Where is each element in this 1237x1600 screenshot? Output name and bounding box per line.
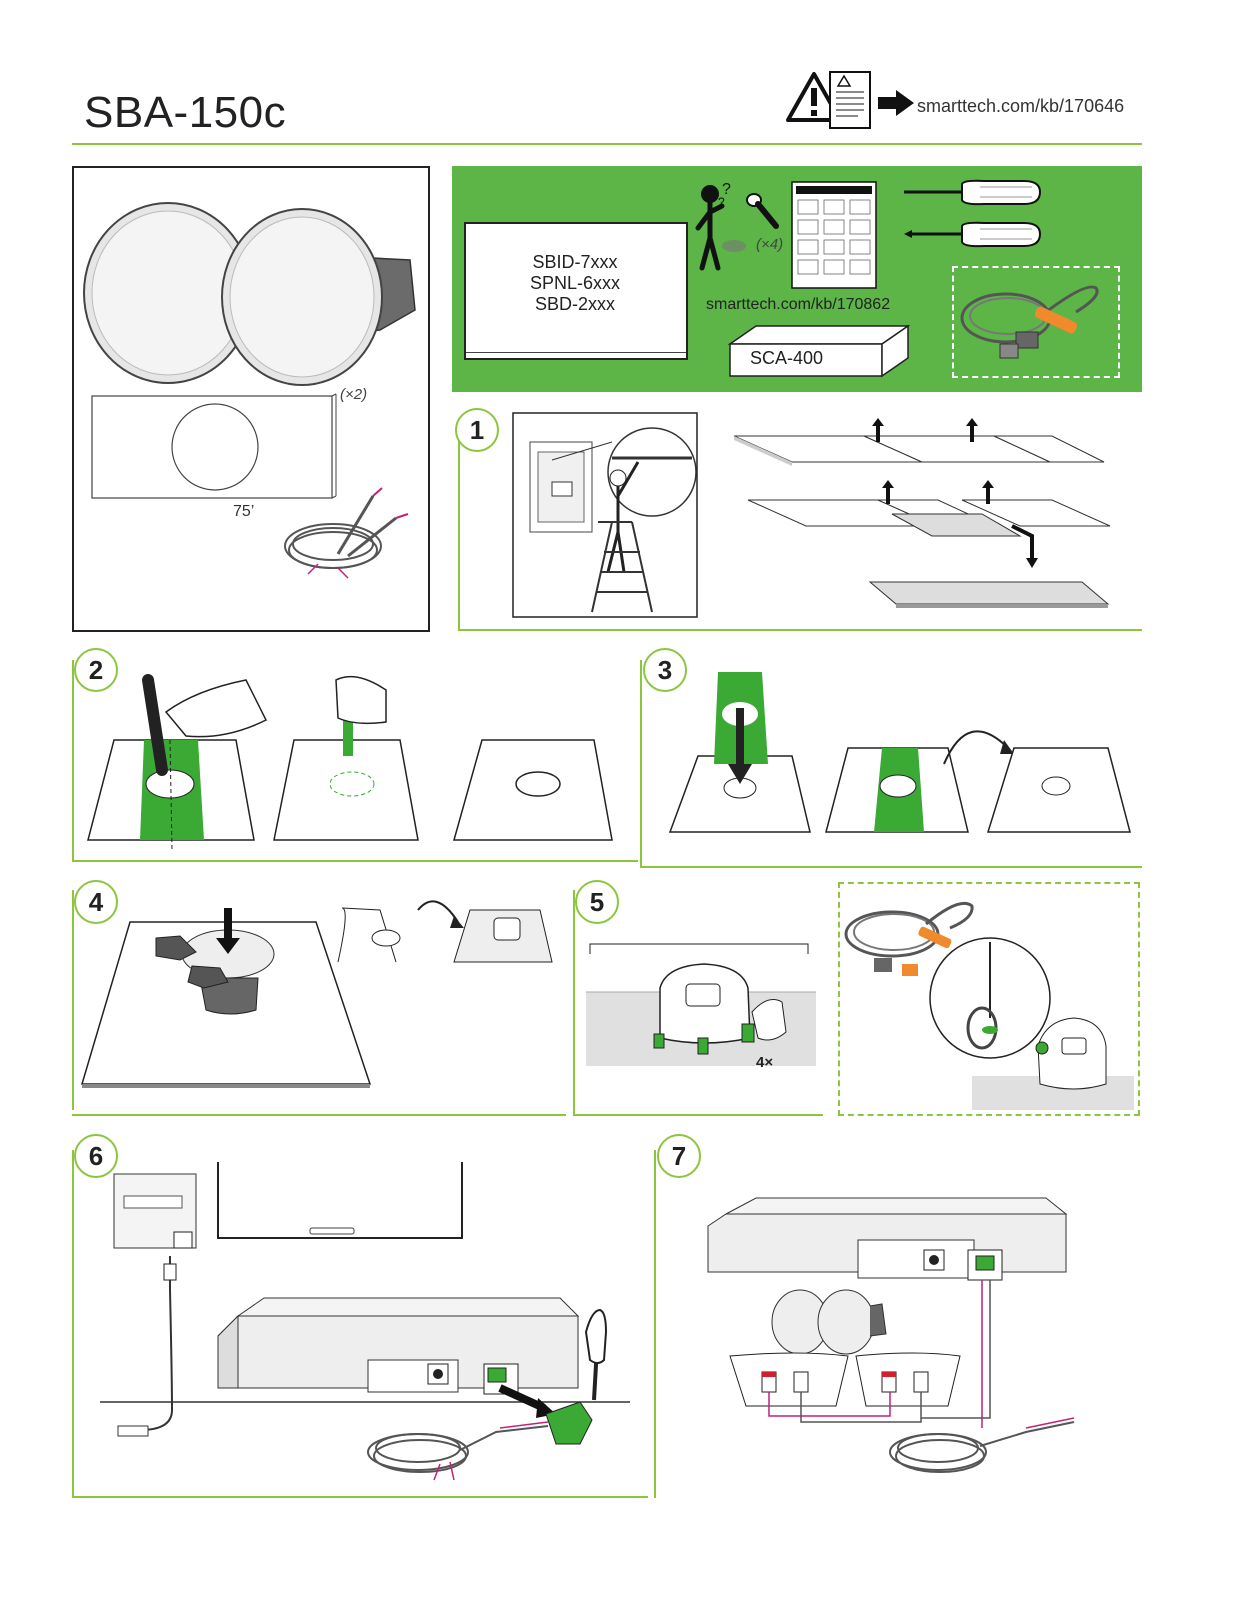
display-models: SBID-7xxx SPNL-6xxx SBD-2xxx <box>480 252 670 315</box>
step5-bottom-rule <box>573 1114 823 1116</box>
screw-icon <box>746 193 779 229</box>
step6-wiring-illustration <box>100 1162 630 1481</box>
step1-bottom-rule <box>458 629 1142 631</box>
step4-bottom-rule <box>72 1114 566 1116</box>
speaker-pair-illustration <box>83 202 416 386</box>
step2-trace-cut-illustration <box>87 674 613 851</box>
installation-guide-icon <box>791 181 877 289</box>
display-screen <box>464 222 688 360</box>
step-1-badge: 1 <box>455 408 499 452</box>
step2-left-rule <box>72 660 74 860</box>
display-bezel-bar <box>466 352 686 359</box>
header-divider <box>72 143 1142 145</box>
step1-ceiling-tiles-illustration <box>733 418 1111 608</box>
step-6-badge: 6 <box>74 1134 118 1178</box>
security-cable-lock-icon <box>960 285 1099 359</box>
document-icon <box>829 71 871 129</box>
step4-insert-speaker-illustration <box>80 900 553 1088</box>
step-2-badge: 2 <box>74 648 118 692</box>
step3-left-rule <box>640 660 642 866</box>
step5-optional-security-panel <box>838 882 1140 1116</box>
display-model-3: SBD-2xxx <box>534 294 615 314</box>
flathead-screwdriver-icon <box>904 179 1042 206</box>
optional-security-cable-box <box>952 266 1120 378</box>
step2-bottom-rule <box>72 860 638 862</box>
step1-ceiling-access-illustration <box>512 412 698 618</box>
step7-speaker-wiring-illustration <box>707 1197 1075 1473</box>
step6-left-rule <box>72 1150 74 1498</box>
step5-left-rule <box>573 890 575 1116</box>
speaker-cable-illustration <box>284 487 409 579</box>
confused-person-icon: ? ? <box>695 181 746 271</box>
step5-tighten-clamps-illustration <box>586 943 816 1066</box>
support-url-link[interactable]: smarttech.com/kb/170646 <box>917 96 1125 116</box>
screw-quantity: (×4) <box>756 236 784 253</box>
warning-triangle-icon <box>786 72 842 122</box>
ceiling-template-illustration <box>91 393 337 499</box>
guide-url-link[interactable]: smarttech.com/kb/170862 <box>706 296 891 313</box>
step5-security-cable-illustration <box>844 901 1134 1110</box>
cable-length-label: 75’ <box>233 503 255 520</box>
step-4-badge: 4 <box>74 880 118 924</box>
page-title: SBA-150c <box>84 88 287 137</box>
step-3-badge: 3 <box>643 648 687 692</box>
svg-text:?: ? <box>718 195 725 209</box>
amplifier-box-illustration <box>727 324 911 378</box>
step3-bottom-rule <box>640 866 1142 868</box>
step-5-badge: 5 <box>575 880 619 924</box>
svg-text:?: ? <box>722 181 731 198</box>
step-7-badge: 7 <box>657 1134 701 1178</box>
display-model-1: SBID-7xxx <box>532 252 618 272</box>
step6-bottom-rule <box>72 1496 648 1498</box>
step7-left-rule <box>654 1150 656 1498</box>
step4-left-rule <box>72 890 74 1110</box>
step1-left-rule <box>458 420 460 630</box>
clamp-count: 4× <box>756 1054 774 1071</box>
arrow-right-icon <box>878 90 914 116</box>
phillips-screwdriver-icon <box>904 221 1042 248</box>
step3-template-removal-illustration <box>668 672 1131 833</box>
display-model-2: SPNL-6xxx <box>529 273 621 293</box>
contents-quantity: (×2) <box>340 386 368 403</box>
amplifier-label: SCA-400 <box>750 348 824 368</box>
